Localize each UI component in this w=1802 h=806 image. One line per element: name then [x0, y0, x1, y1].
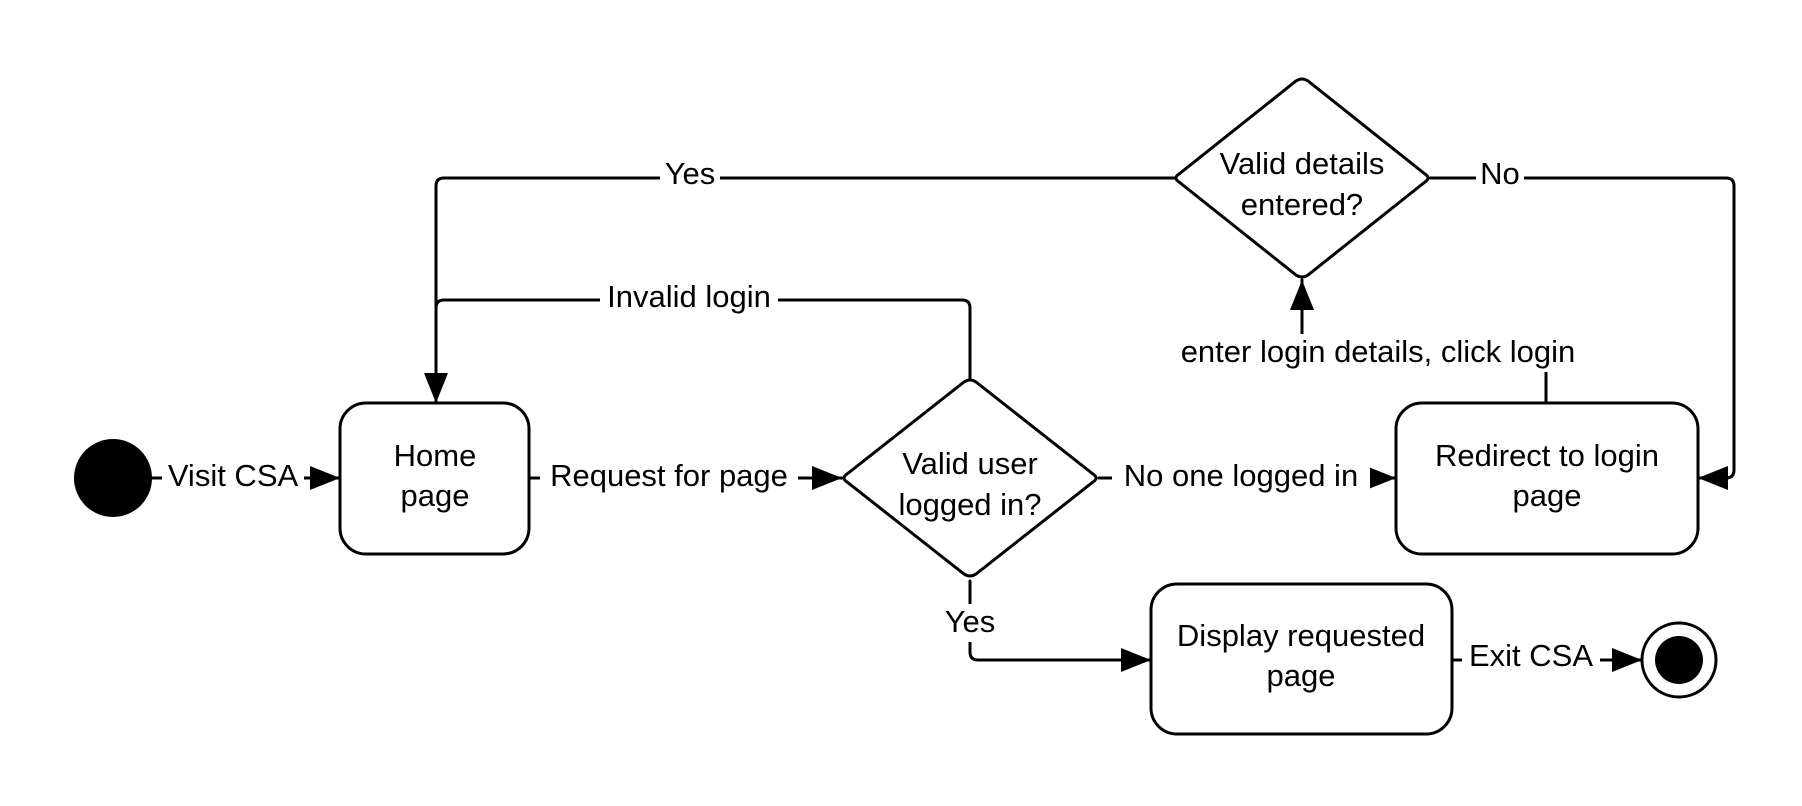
home-page-line2: page — [401, 478, 470, 513]
home-page-line1: Home — [394, 438, 477, 473]
initial-node — [74, 439, 152, 517]
edge-details-no — [1428, 176, 1736, 490]
display-line1: Display requested — [1177, 618, 1425, 653]
svg-text:Exit CSA: Exit CSA — [1469, 638, 1593, 673]
svg-text:Yes: Yes — [945, 604, 996, 639]
label-request-for-page: Request for page — [540, 458, 798, 496]
svg-text:enter login details, click log: enter login details, click login — [1181, 334, 1576, 369]
valid-user-decision: Valid user logged in? — [842, 378, 1098, 578]
label-exit-csa: Exit CSA — [1462, 638, 1600, 678]
label-details-yes: Yes — [660, 156, 720, 196]
final-node — [1640, 621, 1718, 699]
label-enter-login-details: enter login details, click login — [1160, 334, 1596, 372]
svg-text:Yes: Yes — [665, 156, 716, 191]
label-details-no: No — [1476, 156, 1524, 196]
valid-user-line1: Valid user — [902, 446, 1038, 481]
svg-text:Invalid login: Invalid login — [607, 279, 771, 314]
display-line2: page — [1267, 658, 1336, 693]
valid-user-line2: logged in? — [898, 487, 1041, 522]
valid-details-decision: Valid details entered? — [1174, 77, 1430, 279]
label-invalid-login: Invalid login — [600, 279, 778, 318]
edge-yes-display — [968, 579, 1153, 672]
label-yes-display: Yes — [940, 604, 1000, 642]
display-page-node: Display requested page — [1149, 582, 1454, 736]
svg-text:Visit CSA: Visit CSA — [168, 458, 299, 493]
edge-details-yes — [424, 176, 1177, 405]
valid-details-line2: entered? — [1241, 187, 1363, 222]
redirect-login-node: Redirect to login page — [1394, 401, 1700, 556]
redirect-line2: page — [1513, 478, 1582, 513]
svg-text:Request for page: Request for page — [550, 458, 788, 493]
svg-text:No one logged in: No one logged in — [1124, 458, 1358, 493]
label-visit-csa: Visit CSA — [162, 458, 304, 496]
redirect-line1: Redirect to login — [1435, 438, 1659, 473]
valid-details-line1: Valid details — [1220, 146, 1385, 181]
home-page-node: Home page — [338, 401, 531, 556]
label-no-one-logged-in: No one logged in — [1112, 458, 1370, 496]
svg-text:No: No — [1480, 156, 1520, 191]
